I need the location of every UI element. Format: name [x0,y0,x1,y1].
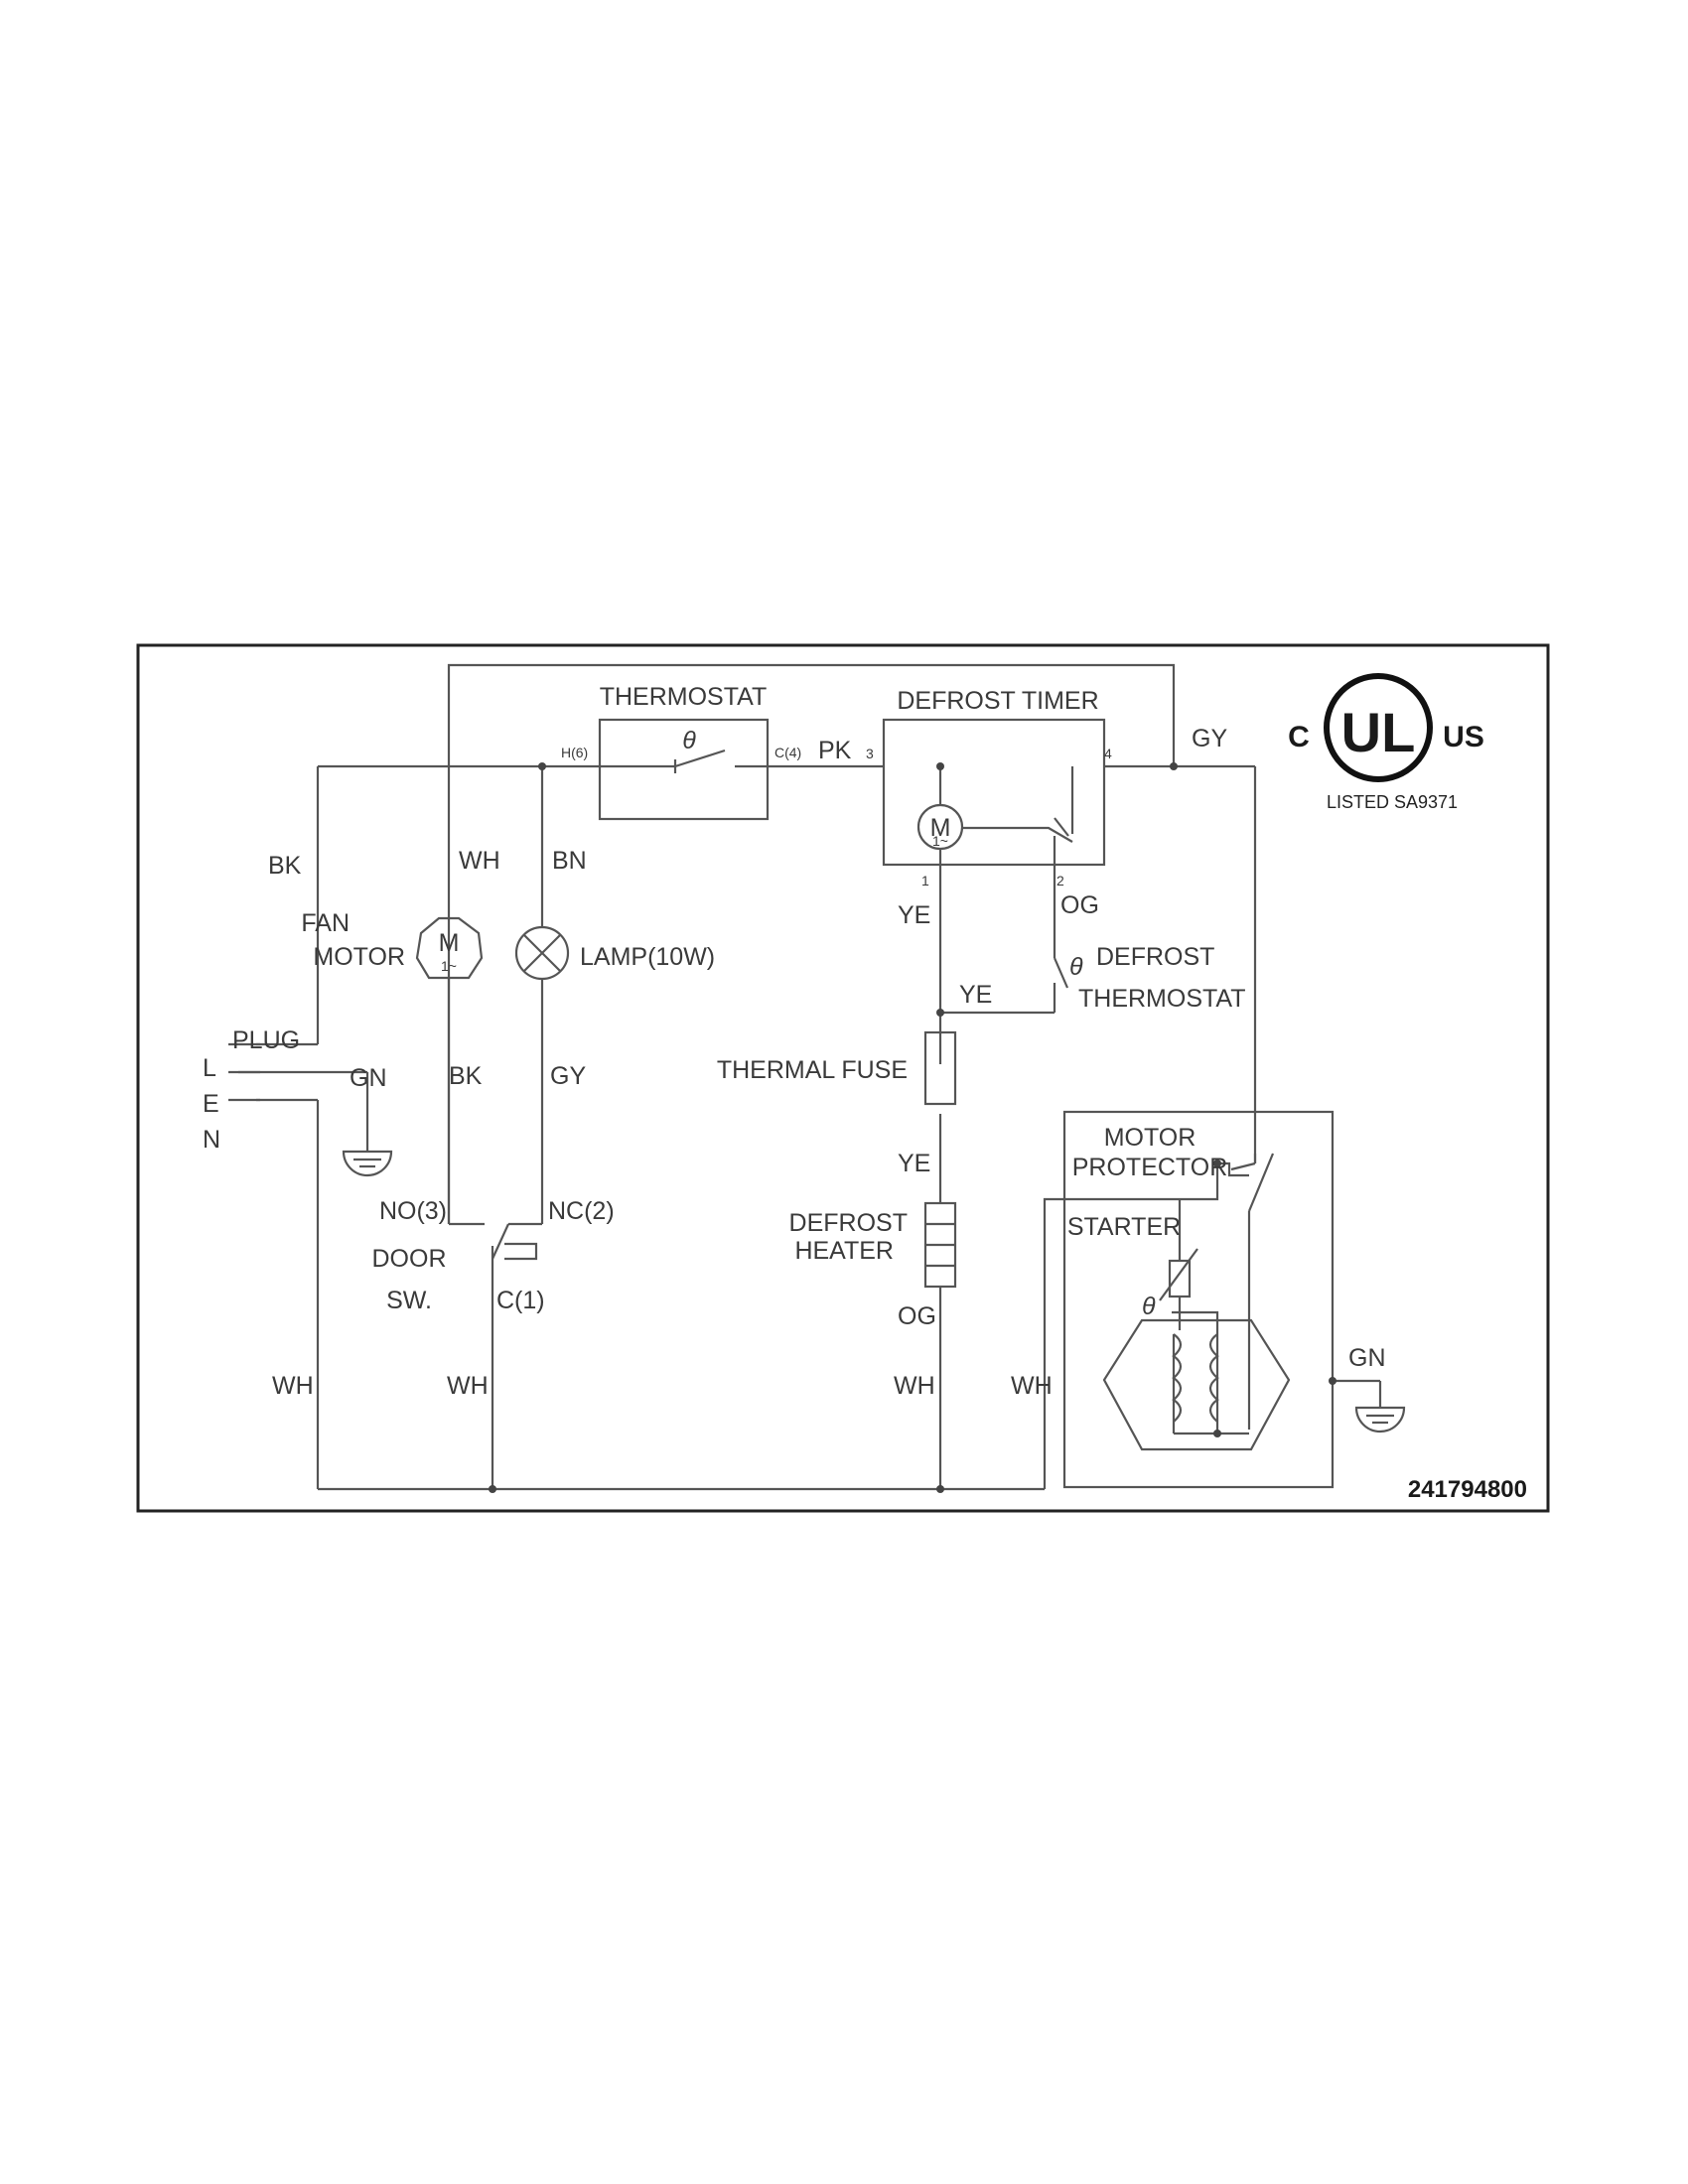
svg-text:WH: WH [272,1372,314,1400]
svg-text:θ: θ [682,727,696,754]
defrost-timer-label: DEFROST TIMER [897,687,1098,715]
svg-text:MOTOR: MOTOR [313,943,405,971]
compressor-motor-symbol [1102,1318,1291,1451]
svg-text:WH: WH [894,1372,935,1400]
svg-text:DEFROST: DEFROST [789,1209,908,1237]
ground-icon [1354,1406,1406,1433]
ground-icon [342,1150,393,1177]
fan-motor-symbol [415,916,484,980]
svg-text:US: US [1443,721,1484,753]
svg-text:BN: BN [552,847,587,875]
defrost-timer-box [882,718,1106,867]
svg-text:MOTOR: MOTOR [1104,1124,1196,1152]
ul-listed-logo: UL C US LISTED SA9371 [1288,673,1484,812]
svg-text:θ: θ [1069,953,1083,981]
svg-text:BK: BK [268,852,302,880]
svg-text:1~: 1~ [441,958,457,974]
labels: THERMOSTAT DEFROST TIMER θ H(6) C(4) PK … [203,683,1527,1503]
svg-text:HEATER: HEATER [794,1237,894,1265]
svg-text:NC(2): NC(2) [548,1197,615,1225]
svg-text:NO(3): NO(3) [379,1197,447,1225]
svg-text:GY: GY [1192,725,1227,752]
svg-text:STARTER: STARTER [1067,1213,1181,1241]
svg-text:YE: YE [898,1150,930,1177]
svg-text:2: 2 [1056,873,1064,888]
svg-text:PLUG: PLUG [232,1026,300,1054]
svg-text:4: 4 [1104,746,1112,761]
svg-text:SW.: SW. [386,1287,432,1314]
plug-terminals [228,1042,260,1102]
svg-text:DEFROST: DEFROST [1096,943,1214,971]
junction-dots [489,762,1336,1493]
svg-text:YE: YE [898,901,930,929]
thermostat-label: THERMOSTAT [600,683,768,711]
svg-text:M: M [930,814,951,842]
svg-text:C(4): C(4) [774,745,801,760]
svg-text:θ: θ [1142,1293,1156,1320]
svg-text:GN: GN [1348,1344,1386,1372]
starter-symbol [1159,1248,1198,1301]
svg-text:OG: OG [1060,891,1099,919]
svg-text:UL: UL [1341,701,1416,763]
thermostat-box [598,718,770,821]
svg-text:GN: GN [350,1064,387,1092]
svg-text:PK: PK [818,737,852,764]
svg-text:1: 1 [921,873,929,888]
svg-text:WH: WH [447,1372,489,1400]
svg-text:DOOR: DOOR [372,1245,447,1273]
diagram-frame [136,643,1550,1513]
svg-text:L: L [203,1054,216,1082]
listed-label: LISTED SA9371 [1327,792,1458,812]
svg-text:1~: 1~ [932,833,948,849]
svg-text:E: E [203,1090,219,1118]
svg-text:M: M [439,929,460,957]
svg-text:3: 3 [866,746,874,761]
svg-text:C: C [1288,721,1310,753]
svg-text:THERMOSTAT: THERMOSTAT [1078,985,1246,1013]
compressor-box [1062,1110,1335,1489]
svg-text:THERMAL FUSE: THERMAL FUSE [717,1056,908,1084]
svg-text:LAMP(10W): LAMP(10W) [580,943,715,971]
svg-text:BK: BK [449,1062,483,1090]
lamp-symbol [514,925,570,981]
defrost-heater-symbol [923,1201,957,1289]
svg-text:WH: WH [1011,1372,1053,1400]
svg-text:C(1): C(1) [496,1287,545,1314]
svg-text:H(6): H(6) [561,745,588,760]
svg-text:FAN: FAN [301,909,350,937]
svg-text:WH: WH [459,847,500,875]
thermal-fuse-symbol [923,1030,957,1106]
timer-motor-symbol [916,803,964,851]
part-number: 241794800 [1408,1476,1527,1503]
svg-text:YE: YE [959,981,992,1009]
svg-text:N: N [203,1126,220,1154]
svg-text:GY: GY [550,1062,586,1090]
svg-text:PROTECTOR: PROTECTOR [1072,1154,1228,1181]
svg-text:OG: OG [898,1302,936,1330]
